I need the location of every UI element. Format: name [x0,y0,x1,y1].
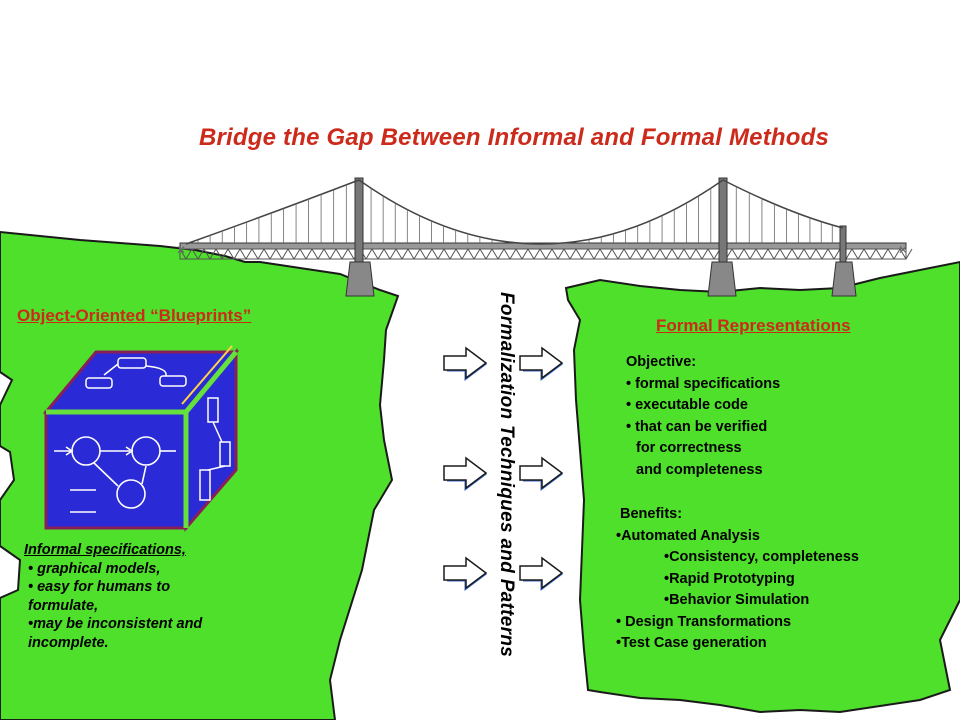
right-arrow-icon [443,346,488,380]
benefits-block: Benefits: •Automated Analysis •Consisten… [616,504,859,655]
right-arrow-icon [443,556,488,590]
right-arrow-icon [443,456,488,490]
arrows-group [443,346,564,591]
page-title: Bridge the Gap Between Informal and Form… [198,124,830,151]
left-line-5: •may be inconsistent and [28,616,203,632]
benefits-label: Benefits: [620,506,683,522]
benefit-item: • Design Transformations [616,613,792,630]
right-arrow-icon [519,456,564,490]
right-landmass [564,260,960,714]
svg-text:✕: ✕ [898,243,908,257]
left-line-1: Informal specifications, [24,542,186,558]
objective-item: for correctness [636,440,742,456]
benefit-item: •Automated Analysis [616,527,760,544]
right-arrow-icon [519,346,564,380]
objective-block: Objective: • formal specifications • exe… [620,352,780,481]
formalization-label: Formalization Techniques and Patterns [496,292,517,658]
objective-label: Objective: [626,354,697,370]
bridge-illustration: ✕ ✕ [176,177,913,297]
left-line-3: • easy for humans to [28,579,171,595]
uml-cube-illustration [42,345,240,533]
left-line-2: • graphical models, [28,560,161,577]
objective-item: • that can be verified [626,418,768,435]
left-line-4: formulate, [28,597,99,614]
left-panel-heading: Object-Oriented “Blueprints” [17,306,252,325]
benefit-item: •Test Case generation [616,635,767,651]
right-panel-heading: Formal Representations [656,316,851,335]
left-line-6: incomplete. [28,634,109,651]
benefit-item: •Rapid Prototyping [664,570,795,587]
objective-item: • formal specifications [626,375,781,392]
svg-text:✕: ✕ [176,243,186,257]
left-panel-text: Informal specifications, • graphical mod… [24,541,284,652]
benefit-item: •Behavior Simulation [664,592,810,608]
benefit-item: •Consistency, completeness [664,549,859,565]
objective-item: and completeness [636,461,763,478]
objective-item: • executable code [626,397,748,413]
right-arrow-icon [519,556,564,590]
